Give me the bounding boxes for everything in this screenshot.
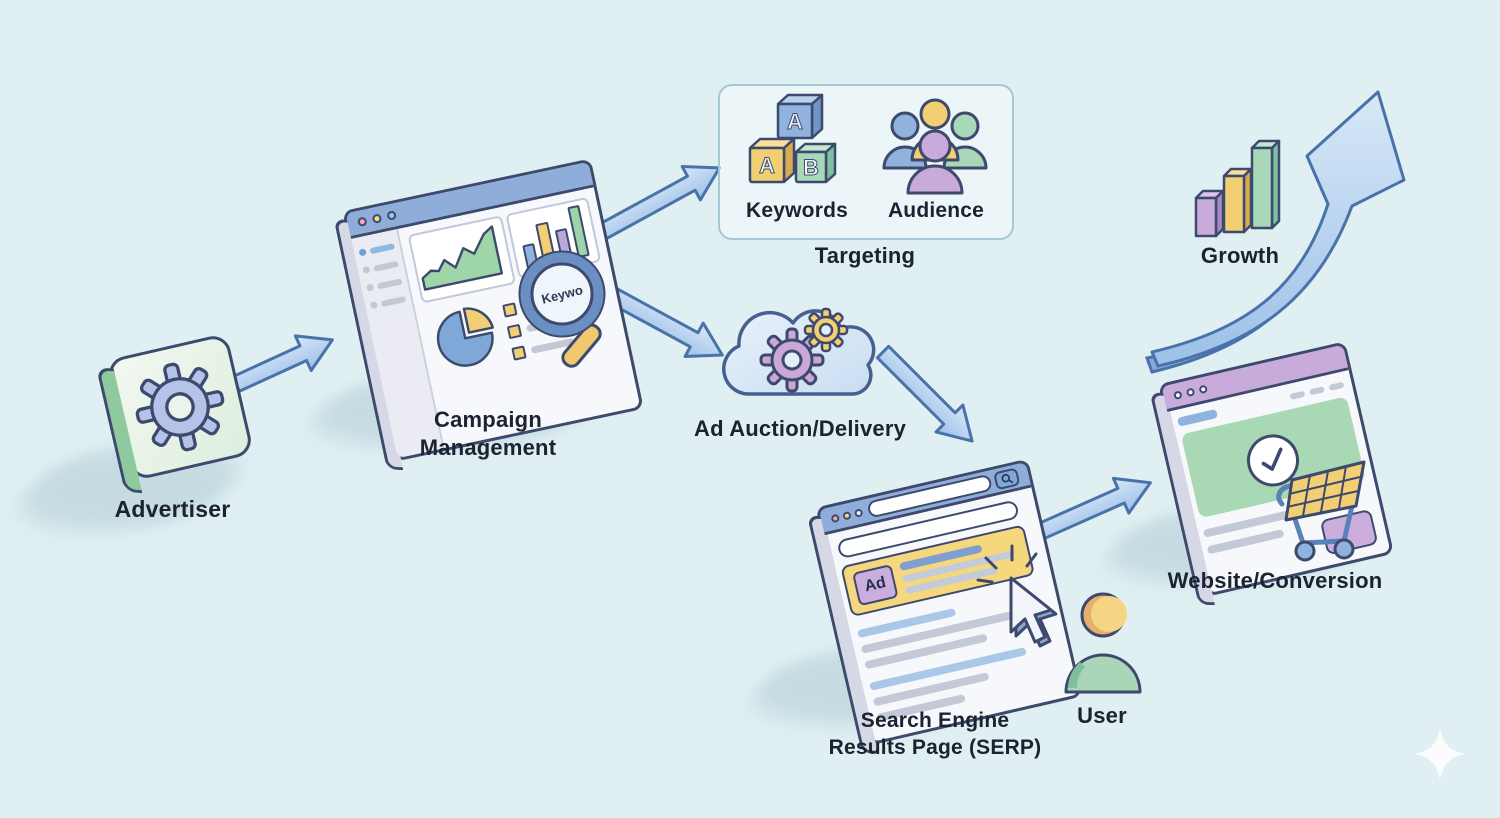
block-letter: B bbox=[803, 155, 819, 180]
website-dash bbox=[1289, 390, 1306, 400]
auction-gear-icon bbox=[803, 307, 849, 353]
pie-chart-icon bbox=[436, 307, 494, 367]
window-dot-icon bbox=[1198, 384, 1208, 394]
serp-label: Search Engine Results Page (SERP) bbox=[805, 708, 1065, 762]
conversion-check-icon bbox=[1241, 429, 1305, 492]
block-letter: A bbox=[759, 153, 775, 178]
arrow-auction-to-serp bbox=[875, 344, 974, 443]
window-dot-icon bbox=[842, 510, 852, 521]
window-dot-icon bbox=[356, 216, 368, 228]
serp-label-line2: Results Page (SERP) bbox=[828, 735, 1042, 759]
campaign-dashboard bbox=[398, 187, 640, 448]
serp-search-button[interactable] bbox=[992, 466, 1021, 490]
area-chart-icon bbox=[421, 225, 504, 291]
website-dash bbox=[1328, 381, 1345, 391]
website-body bbox=[1167, 370, 1390, 593]
serp-window-titlebar bbox=[818, 462, 1032, 536]
auction-gear-icon bbox=[759, 327, 825, 393]
audience-label: Audience bbox=[887, 199, 985, 222]
serp-label-line1: Search Engine bbox=[860, 709, 1010, 732]
sparkle-icon bbox=[1414, 728, 1466, 780]
website-hero-panel bbox=[1180, 396, 1366, 519]
shopping-cart-icon bbox=[1276, 460, 1366, 562]
window-dot-icon bbox=[853, 507, 864, 518]
ad-auction-label: Ad Auction/Delivery bbox=[693, 416, 907, 441]
audience-icon bbox=[882, 98, 988, 195]
keyword-magnifier-icon: Keywo bbox=[518, 250, 606, 368]
arrow-campaign-to-targeting bbox=[594, 165, 721, 242]
user-icon bbox=[1064, 592, 1142, 694]
website-dash bbox=[1308, 385, 1325, 395]
keyword-blocks-icon: A A B bbox=[748, 93, 837, 184]
ad-badge: Ad bbox=[852, 564, 899, 607]
keywords-label: Keywords bbox=[746, 199, 848, 222]
campaign-label: Campaign Management bbox=[419, 407, 557, 461]
targeting-box: A A B Keywords Audience bbox=[718, 84, 1014, 240]
ad-auction-cloud-icon bbox=[722, 307, 876, 396]
area-chart-panel bbox=[407, 215, 517, 304]
arrow-serp-to-website bbox=[1032, 476, 1152, 542]
window-dot-icon bbox=[1185, 386, 1196, 397]
growth-arrow bbox=[1145, 90, 1406, 374]
user-label: User bbox=[1077, 703, 1127, 728]
gear-icon bbox=[135, 362, 225, 452]
growth-bars-icon bbox=[1194, 139, 1281, 238]
growth-label: Growth bbox=[1200, 243, 1280, 268]
window-dot-icon bbox=[830, 513, 840, 523]
advertiser-label: Advertiser bbox=[114, 496, 231, 522]
targeting-caption: Targeting bbox=[814, 243, 916, 268]
website-label: Website/Conversion bbox=[1167, 568, 1383, 593]
window-dot-icon bbox=[386, 210, 397, 221]
campaign-window bbox=[342, 158, 644, 462]
search-icon bbox=[1001, 473, 1014, 483]
arrow-advertiser-to-campaign bbox=[231, 334, 334, 393]
website-logo-bar bbox=[1176, 408, 1218, 427]
click-cursor-icon bbox=[976, 544, 1058, 648]
serp-window: Ad bbox=[815, 458, 1083, 746]
window-dot-icon bbox=[371, 213, 383, 224]
window-dot-icon bbox=[1172, 389, 1183, 400]
block-letter: A bbox=[787, 109, 803, 134]
campaign-window-body bbox=[351, 187, 640, 459]
website-window bbox=[1157, 341, 1395, 597]
advertiser-node bbox=[95, 332, 255, 493]
